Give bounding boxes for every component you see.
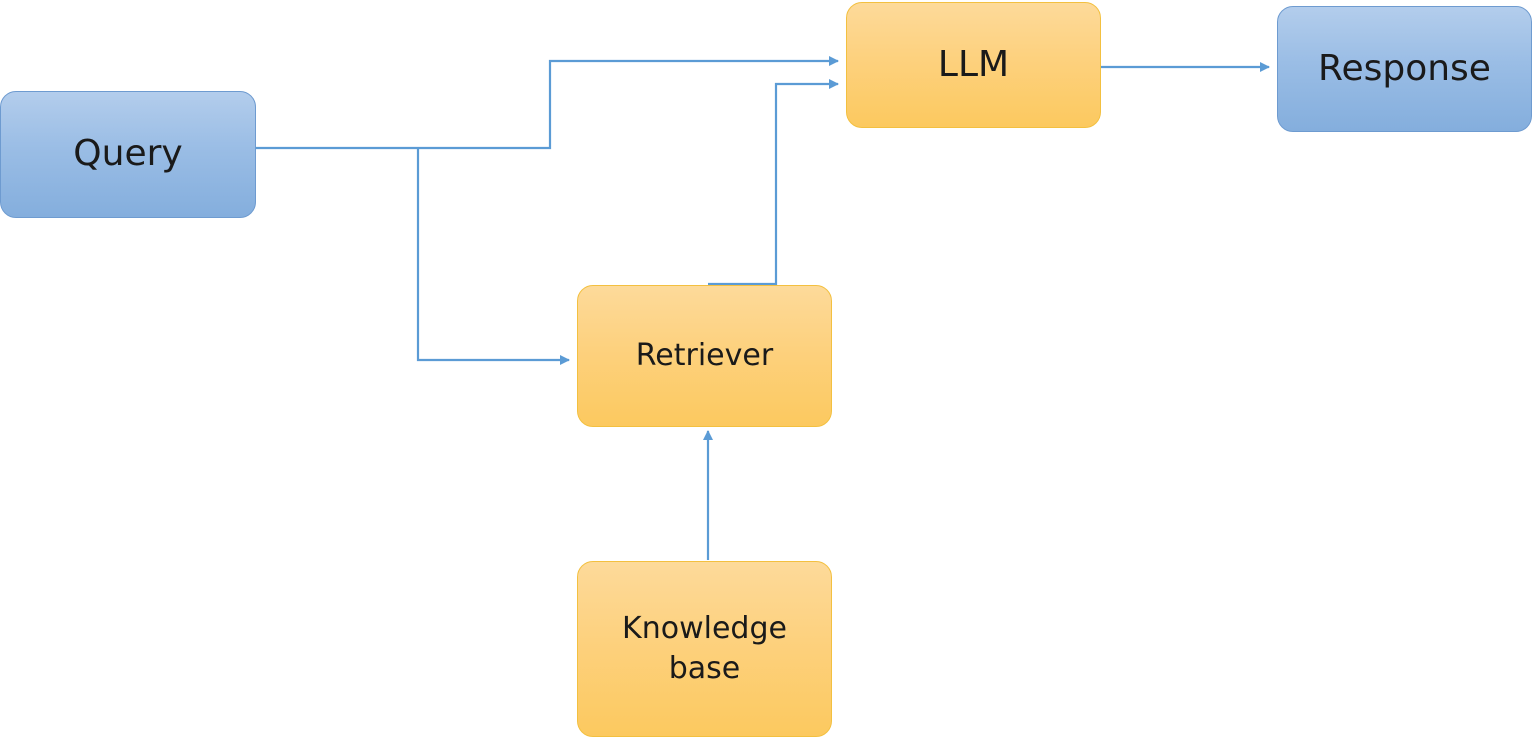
- response-node: Response: [1277, 6, 1532, 132]
- knowledge-base-node: Knowledge base: [577, 561, 832, 737]
- response-label: Response: [1318, 47, 1491, 89]
- retriever-node: Retriever: [577, 285, 832, 427]
- edge-retriever-to-llm: [708, 79, 839, 286]
- llm-node: LLM: [846, 2, 1101, 128]
- query-node: Query: [0, 91, 256, 218]
- query-label: Query: [73, 133, 183, 175]
- edge-query-to-retriever: [416, 148, 570, 365]
- llm-label: LLM: [937, 43, 1010, 85]
- retriever-label: Retriever: [635, 337, 774, 373]
- knowledge-base-label: Knowledge base: [622, 610, 787, 687]
- edge-query-to-llm: [256, 56, 839, 150]
